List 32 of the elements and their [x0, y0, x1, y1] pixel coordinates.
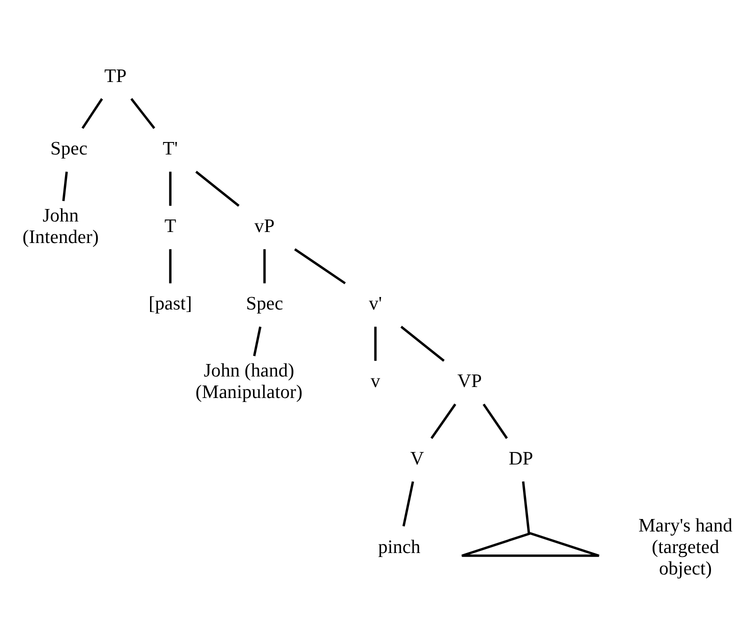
connector: [402, 481, 414, 527]
connector: [62, 172, 68, 202]
node-text: v: [370, 371, 380, 392]
node-text: pinch: [378, 536, 420, 558]
node-text: John (Intender): [22, 205, 99, 248]
node-text: TP: [104, 66, 127, 87]
node-text: [past]: [148, 294, 192, 315]
node-text: VP: [457, 371, 482, 392]
connector: [263, 249, 266, 284]
node-text: John (hand) (Manipulator): [196, 360, 302, 403]
node-triangle: [460, 532, 600, 557]
connector: [482, 404, 508, 439]
connector: [522, 481, 530, 534]
node-text: Mary's hand (targeted object): [638, 515, 732, 580]
node-text: DP: [508, 448, 534, 470]
node-text: T: [164, 216, 176, 238]
connector: [195, 170, 240, 207]
connector: [130, 98, 156, 129]
connector: [82, 98, 103, 129]
node-text: V: [410, 448, 424, 470]
connector: [374, 326, 377, 361]
node-text: Spec: [246, 294, 284, 315]
connector: [169, 249, 172, 284]
node-text: vP: [254, 216, 275, 238]
connector: [253, 326, 262, 356]
connector: [294, 248, 346, 284]
node-text: v': [368, 294, 382, 315]
connector: [400, 326, 445, 362]
node-text: Spec: [50, 138, 88, 160]
connector: [430, 404, 456, 440]
connector: [169, 172, 172, 206]
node-text: T': [162, 138, 178, 160]
